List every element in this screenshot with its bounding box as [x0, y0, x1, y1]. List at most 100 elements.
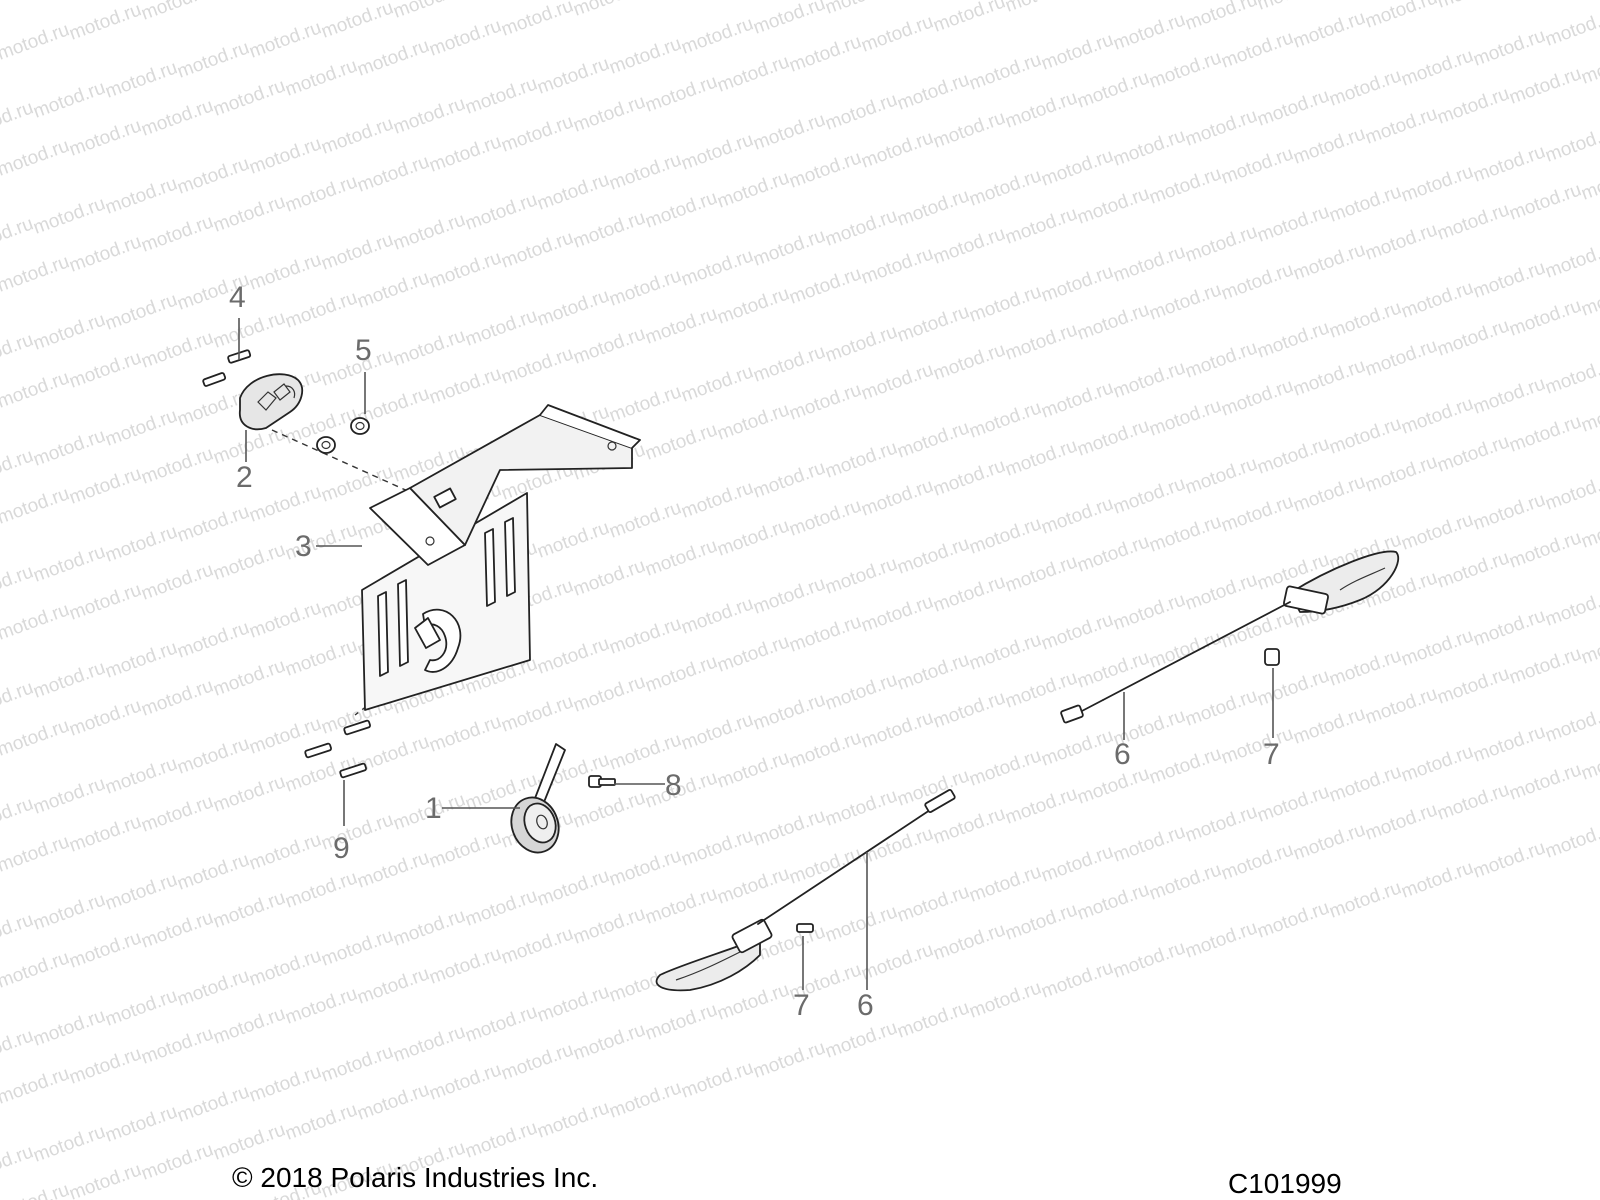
watermark-text: motod.ru — [1183, 221, 1261, 266]
watermark-text: motod.ru — [859, 127, 937, 172]
watermark-text: motod.ru — [1255, 781, 1333, 826]
watermark-text: motod.ru — [607, 845, 685, 890]
watermark-text: motod.ru — [31, 1121, 109, 1166]
watermark-text: motod.ru — [571, 0, 649, 21]
watermark-text: motod.ru — [0, 599, 72, 644]
watermark-text: motod.ru — [1147, 395, 1225, 440]
watermark-text: motod.ru — [103, 57, 181, 102]
watermark-text: motod.ru — [67, 1043, 145, 1088]
watermark-text: motod.ru — [319, 809, 397, 854]
watermark-text: motod.ru — [967, 165, 1045, 210]
watermark-text: motod.ru — [0, 251, 72, 296]
watermark-text: motod.ru — [0, 135, 72, 180]
watermark-text: motod.ru — [751, 457, 829, 502]
watermark-text: motod.ru — [355, 267, 433, 312]
watermark-text: motod.ru — [103, 753, 181, 798]
watermark-text: motod.ru — [643, 535, 721, 580]
watermark-text: motod.ru — [283, 287, 361, 332]
watermark-text: motod.ru — [1183, 105, 1261, 150]
watermark-text: motod.ru — [787, 727, 865, 772]
watermark-text: motod.ru — [211, 771, 289, 816]
watermark-text: motod.ru — [1363, 0, 1441, 33]
watermark-text: motod.ru — [1039, 609, 1117, 654]
watermark-text: motod.ru — [1183, 453, 1261, 498]
watermark-text: motod.ru — [103, 985, 181, 1030]
watermark-text: motod.ru — [1111, 473, 1189, 518]
watermark-text: motod.ru — [931, 455, 1009, 500]
watermark-text: motod.ru — [283, 635, 361, 680]
watermark-text: motod.ru — [751, 341, 829, 386]
watermark-text: motod.ru — [1291, 7, 1369, 52]
watermark-text: motod.ru — [967, 629, 1045, 674]
watermark-text: motod.ru — [1507, 63, 1585, 108]
callouts: 4 5 2 3 9 1 8 6 7 7 6 — [229, 281, 1280, 1022]
watermark-text: motod.ru — [1471, 837, 1549, 882]
watermark-text: motod.ru — [1219, 839, 1297, 884]
watermark-text: motod.ru — [1507, 759, 1585, 804]
watermark-text: motod.ru — [1291, 703, 1369, 748]
watermark-text: motod.ru — [1147, 279, 1225, 324]
watermark-text: motod.ru — [427, 15, 505, 60]
license-lamp-housing — [239, 373, 304, 431]
watermark-text: motod.ru — [139, 211, 217, 256]
watermark-text: motod.ru — [1327, 181, 1405, 226]
watermark-text: motod.ru — [499, 111, 577, 156]
watermark-text: motod.ru — [1399, 45, 1477, 90]
watermark-text: motod.ru — [1075, 183, 1153, 228]
watermark-text: motod.ru — [1147, 743, 1225, 788]
watermark-text: motod.ru — [463, 189, 541, 234]
figure-code: C101999 — [1228, 1168, 1342, 1199]
watermark-text: motod.ru — [139, 95, 217, 140]
watermark-text: motod.ru — [715, 631, 793, 676]
watermark-text: motod.ru — [1399, 277, 1477, 322]
watermark-text: motod.ru — [247, 1061, 325, 1106]
watermark-text: motod.ru — [427, 363, 505, 408]
watermark-text: motod.ru — [679, 709, 757, 754]
watermark-text: motod.ru — [31, 77, 109, 122]
watermark-text: motod.ru — [427, 247, 505, 292]
watermark-text: motod.ru — [823, 321, 901, 366]
watermark-text: motod.ru — [0, 1179, 72, 1200]
watermark-text: motod.ru — [427, 1059, 505, 1104]
watermark-text: motod.ru — [607, 265, 685, 310]
watermark-text: motod.ru — [1039, 261, 1117, 306]
watermark-text: motod.ru — [895, 997, 973, 1042]
watermark-text: motod.ru — [1255, 665, 1333, 710]
watermark-text: motod.ru — [175, 37, 253, 82]
watermark-text: motod.ru — [967, 861, 1045, 906]
watermark-text: motod.ru — [679, 825, 757, 870]
watermark-text: motod.ru — [1111, 357, 1189, 402]
watermark-text: motod.ru — [1183, 917, 1261, 962]
watermark-text: motod.ru — [1399, 509, 1477, 554]
watermark-text: motod.ru — [355, 35, 433, 80]
callout-1: 1 — [425, 792, 442, 825]
watermark-text: motod.ru — [0, 947, 72, 992]
watermark-text: motod.ru — [247, 481, 325, 526]
bracket-screws-9 — [304, 719, 371, 779]
watermark-text: motod.ru — [787, 495, 865, 540]
watermark-text: motod.ru — [1507, 179, 1585, 224]
watermark-text: motod.ru — [1291, 819, 1369, 864]
watermark-text: motod.ru — [499, 343, 577, 388]
watermark-text: motod.ru — [139, 327, 217, 372]
watermark-text: motod.ru — [103, 521, 181, 566]
watermark-text: motod.ru — [1075, 647, 1153, 692]
watermark-text: motod.ru — [1327, 413, 1405, 458]
watermark-text: motod.ru — [319, 925, 397, 970]
watermark-text: motod.ru — [247, 17, 325, 62]
watermark-text: motod.ru — [787, 843, 865, 888]
watermark-text: motod.ru — [319, 0, 397, 43]
watermark-text: motod.ru — [1363, 335, 1441, 380]
watermark-text: motod.ru — [895, 533, 973, 578]
watermark-text: motod.ru — [607, 613, 685, 658]
watermark-text: motod.ru — [1399, 161, 1477, 206]
watermark-text: motod.ru — [283, 867, 361, 912]
watermark-text: motod.ru — [1507, 643, 1585, 688]
watermark-text: motod.ru — [427, 943, 505, 988]
watermark-text: motod.ru — [175, 733, 253, 778]
watermark-text: motod.ru — [535, 517, 613, 562]
watermark-text: motod.ru — [1039, 725, 1117, 770]
watermark-text: motod.ru — [1075, 299, 1153, 344]
watermark-text: motod.ru — [175, 965, 253, 1010]
